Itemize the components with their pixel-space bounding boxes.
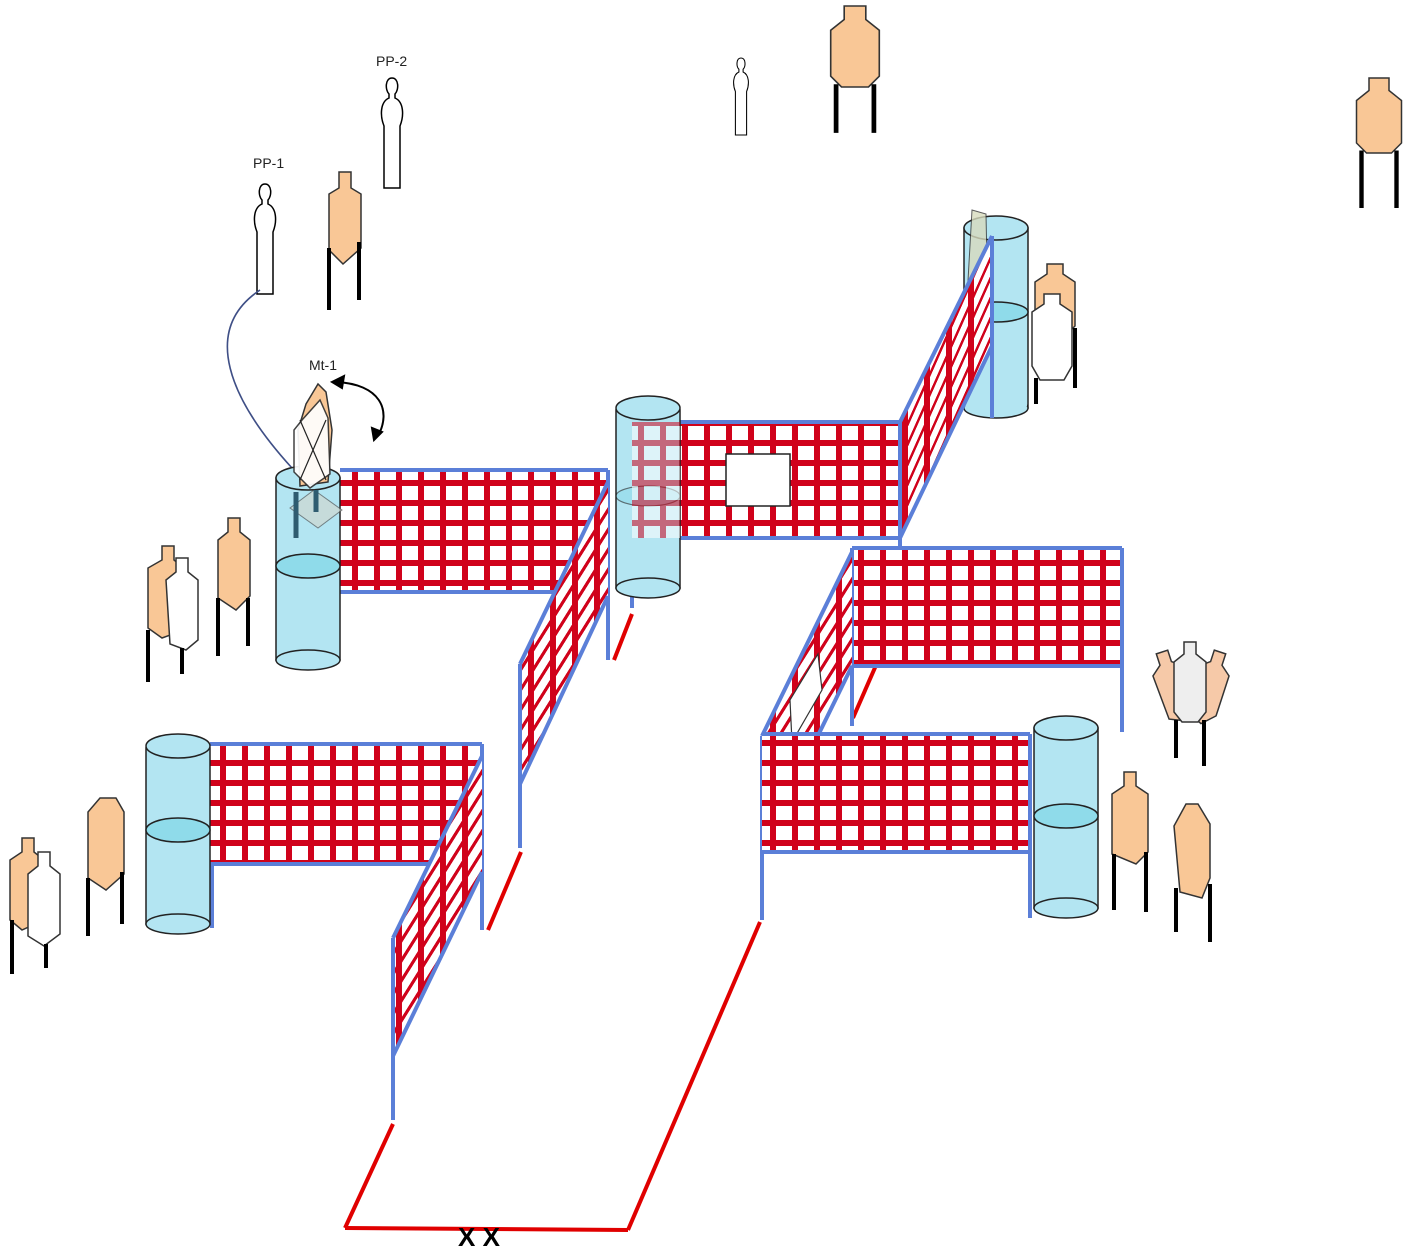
far-target-right (1355, 77, 1403, 208)
barrel-left-lower (145, 733, 211, 935)
wall-right-upper (850, 546, 1124, 732)
popper-pp1: PP-1 (226, 155, 293, 469)
start-position-marks: X X (458, 1222, 501, 1246)
target-group-left-upper (146, 517, 251, 682)
swinger-mt1: Mt-1 (289, 357, 343, 538)
target-cluster-right (1152, 641, 1230, 766)
wall-window-port (725, 453, 791, 507)
target-upper-left (327, 171, 362, 310)
far-target-left-popper (733, 57, 749, 136)
target-group-left-lower (9, 797, 125, 974)
barrel-right (1033, 715, 1099, 919)
wall-back-diagonal (898, 235, 994, 606)
wall-left-lower-diagonal (391, 755, 484, 1120)
target-pair-back-right (1031, 263, 1077, 404)
wall-port-diagonal (789, 652, 823, 745)
popper-pp2: PP-2 (376, 53, 407, 189)
popper-pp2-label: PP-2 (376, 53, 407, 69)
wall-left-upper-diagonal (518, 481, 610, 848)
popper-activation-cable (226, 289, 293, 469)
wall-right-lower (762, 732, 1032, 918)
barrel-center (615, 395, 681, 599)
popper-pp1-label: PP-1 (253, 155, 284, 171)
far-target-center (829, 5, 881, 133)
target-group-right-lower (1111, 771, 1212, 942)
swinger-mt1-label: Mt-1 (309, 357, 337, 373)
swing-arrow-icon (329, 374, 385, 443)
far-targets (733, 5, 1403, 208)
